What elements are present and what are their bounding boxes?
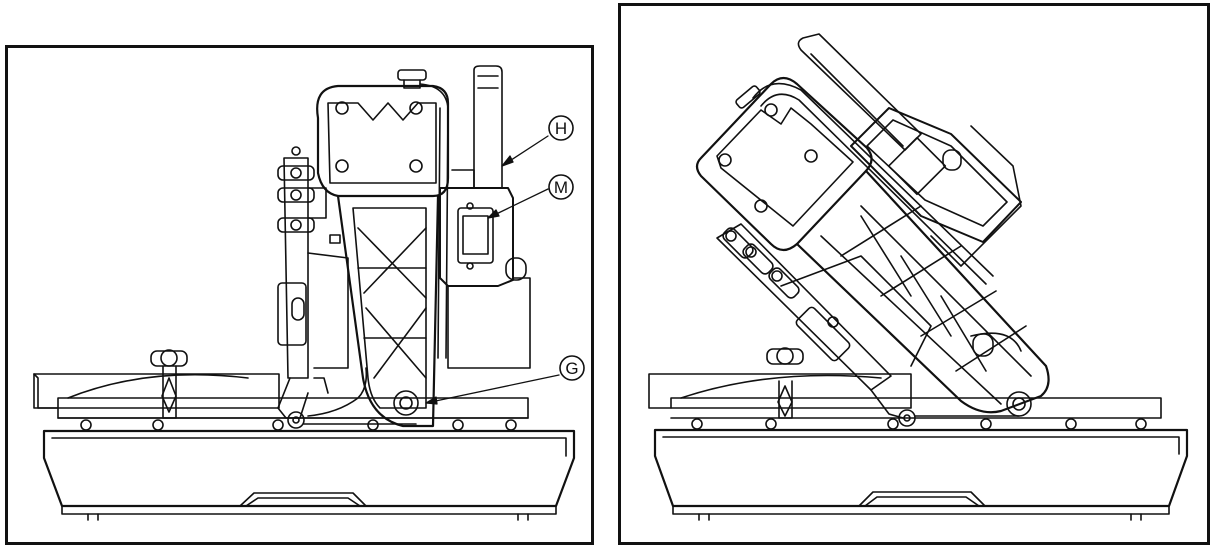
pivot-bolt: [898, 409, 1020, 427]
table-lock-knob: [150, 349, 188, 419]
left-diagram-panel: H M G: [5, 45, 594, 545]
callout-h-label: H: [555, 119, 567, 138]
motor-assembly: [797, 33, 1022, 267]
table-lock-knob: [766, 347, 804, 419]
cutting-head: [277, 146, 349, 419]
callout-g-label: G: [565, 359, 578, 378]
pivot-bolt: [287, 367, 417, 429]
motor-assembly: [439, 65, 531, 369]
cutting-head: [716, 223, 932, 419]
callout-g: G: [559, 355, 585, 381]
callout-leaders: [425, 135, 560, 405]
tilted-saw-drawing: [648, 33, 1189, 521]
upright-saw-drawing: H M G: [33, 65, 585, 521]
height-knob: [735, 82, 994, 285]
callout-h: H: [548, 115, 574, 141]
saw-base: [42, 429, 576, 521]
saw-base: [653, 428, 1189, 521]
callout-m-label: M: [554, 178, 568, 197]
cutting-table: [648, 373, 1162, 430]
callout-m: M: [548, 174, 574, 200]
right-diagram-panel: [618, 3, 1210, 545]
main-frame: [695, 76, 1050, 417]
